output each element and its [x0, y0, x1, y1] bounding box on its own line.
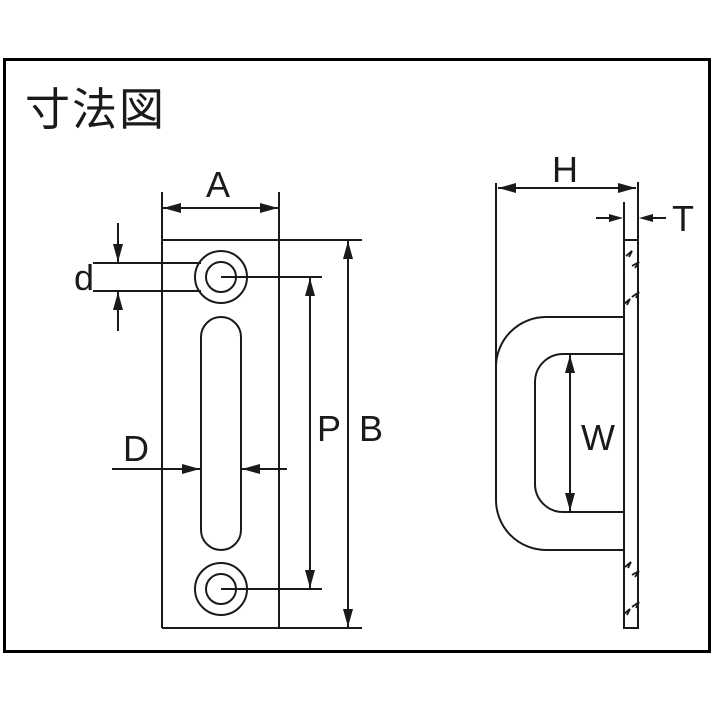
hatch-tick	[623, 298, 631, 306]
arrowhead-up-icon	[305, 278, 315, 296]
arrowhead-right-icon	[182, 464, 200, 474]
label-H: H	[552, 149, 578, 190]
arrowhead-down-icon	[305, 570, 315, 588]
hatch-tick	[631, 291, 640, 299]
arrowhead-up-icon	[565, 355, 575, 373]
hatch-tick	[631, 601, 640, 609]
hatch-tick	[623, 608, 631, 616]
front-view: A d D P B	[74, 164, 383, 629]
page-title: 寸法図	[25, 84, 166, 135]
arrowhead-right-icon	[618, 183, 636, 193]
arrowhead-down-icon	[565, 493, 575, 511]
arrowhead-up-icon	[343, 241, 353, 259]
loop-inner-profile	[534, 353, 623, 513]
label-W: W	[581, 417, 615, 458]
label-d: d	[74, 257, 94, 298]
hatch-tick	[625, 250, 633, 258]
dim-D	[112, 464, 287, 474]
dim-P	[221, 276, 322, 590]
arrowhead-left-icon	[242, 464, 260, 474]
hatch-marks	[623, 250, 640, 616]
label-A: A	[206, 164, 230, 205]
hatch-tick	[624, 561, 632, 569]
dim-d	[93, 223, 201, 331]
loop-outer-profile	[495, 316, 623, 551]
hatch-tick	[631, 261, 640, 269]
dim-H	[495, 183, 636, 380]
hatch-tick	[631, 570, 640, 578]
label-P: P	[317, 408, 341, 449]
label-B: B	[359, 408, 383, 449]
arrowhead-left-icon	[163, 203, 181, 213]
label-D: D	[123, 428, 149, 469]
side-view: H T W	[495, 149, 694, 629]
arrowhead-down-icon	[113, 244, 123, 262]
arrowhead-right-icon	[260, 203, 278, 213]
arrowhead-down-icon	[343, 609, 353, 627]
dim-A	[163, 203, 278, 213]
label-T: T	[672, 198, 694, 239]
arrowhead-left-icon	[498, 183, 516, 193]
dim-T	[596, 214, 666, 222]
arrowhead-up-icon	[113, 292, 123, 310]
dim-W	[565, 355, 575, 511]
slot	[200, 316, 242, 551]
dim-B	[343, 241, 353, 627]
border-frame	[3, 58, 711, 653]
arrowhead-left-icon	[639, 214, 653, 222]
arrowhead-right-icon	[609, 214, 623, 222]
